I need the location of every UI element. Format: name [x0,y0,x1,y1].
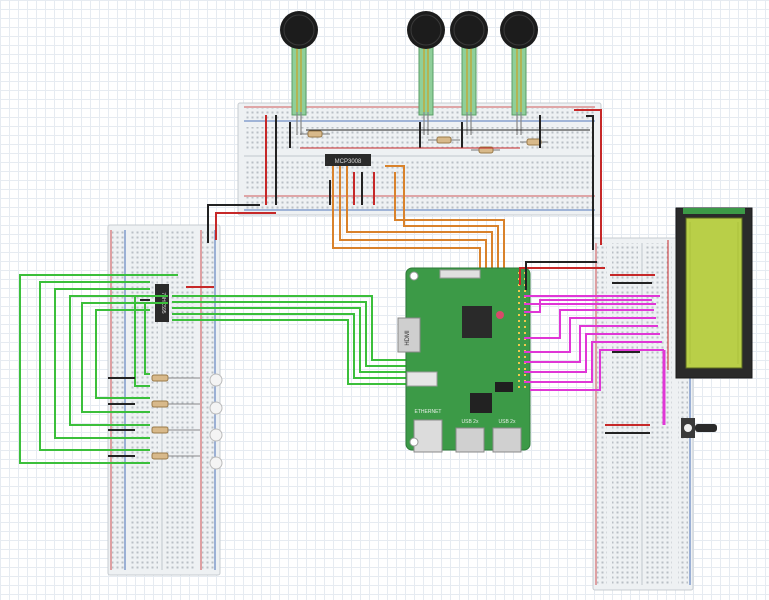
force-sensor-1 [280,11,318,135]
left-led-row-3 [108,426,223,442]
left-led-row-2 [108,400,223,415]
lcd-display [675,207,753,379]
adc-chip-label: MCP3008 [335,159,362,165]
usb1-label: USB 2x [462,419,479,425]
pi-power-wires [519,261,605,290]
raspberry-pi: HDMI ETHERNET USB 2x USB 2x [397,267,531,453]
force-sensor-2 [407,11,445,135]
magenta-wires [524,295,666,425]
left-led-row-1 [108,373,223,387]
usb2-label: USB 2x [499,419,516,425]
ethernet-label: ETHERNET [415,409,442,415]
hdmi-label: HDMI [405,330,411,346]
force-sensor-4 [500,11,538,135]
green-wires-left [19,274,178,464]
force-sensor-3 [450,11,488,135]
potentiometer [681,418,717,438]
left-led-row-4 [108,452,223,470]
left-power-wires [140,204,276,301]
top-resistors [300,130,548,154]
top-breadboard-wires [265,109,602,250]
right-breadboard-wires [605,240,669,434]
left-breadboard [107,224,221,576]
adc-chip: MCP3008 [325,154,371,166]
top-breadboard [237,102,602,216]
